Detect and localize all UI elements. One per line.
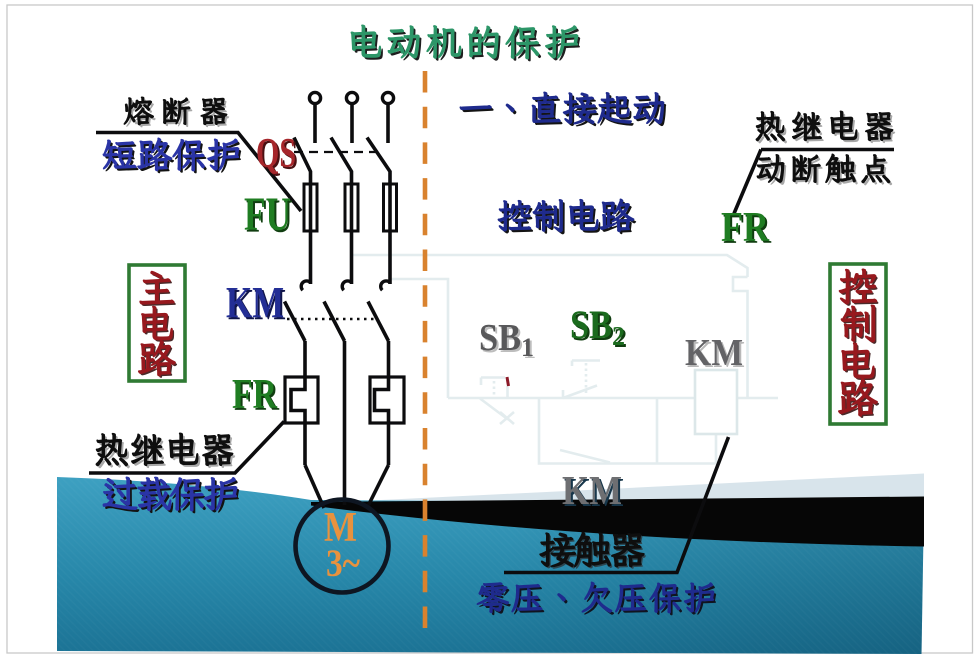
svg-text:KM: KM (687, 334, 745, 376)
svg-text:FR: FR (721, 205, 770, 251)
svg-text:SB: SB (570, 302, 612, 347)
svg-text:FU: FU (246, 190, 293, 243)
svg-text:SB: SB (481, 319, 523, 361)
svg-text:FU: FU (244, 188, 291, 241)
svg-text:KM: KM (564, 469, 624, 515)
svg-text:3~: 3~ (326, 542, 361, 585)
svg-text:QS: QS (258, 133, 298, 179)
svg-text:QS: QS (256, 131, 296, 177)
svg-text:FR: FR (234, 374, 280, 420)
svg-text:SB: SB (572, 304, 614, 349)
svg-text:M: M (324, 505, 357, 551)
svg-text:KM: KM (226, 278, 284, 327)
svg-text:2: 2 (614, 323, 627, 353)
svg-text:1: 1 (521, 333, 534, 362)
svg-text:FR: FR (232, 372, 278, 418)
svg-text:FR: FR (723, 207, 772, 253)
svg-text:2: 2 (612, 321, 625, 351)
svg-text:KM: KM (228, 280, 286, 329)
svg-text:KM: KM (562, 467, 622, 513)
svg-text:1: 1 (523, 335, 536, 364)
svg-text:SB: SB (479, 317, 521, 359)
svg-text:KM: KM (685, 332, 743, 374)
